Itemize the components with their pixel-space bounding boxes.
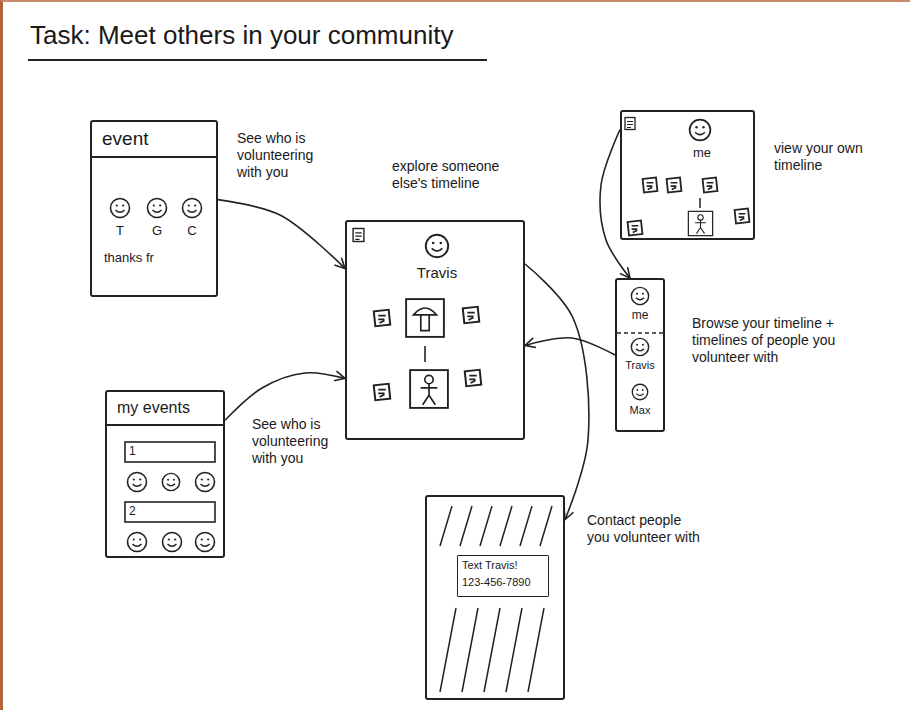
page-title: Task: Meet others in your community (30, 20, 453, 51)
timeline-icon (643, 178, 658, 193)
screen-text: my events (117, 398, 217, 417)
timeline-rule (699, 198, 701, 208)
divider (617, 332, 663, 333)
menu-icon (625, 118, 635, 130)
flow-arrow (225, 373, 345, 420)
my-events-art (107, 425, 223, 552)
title-underline (28, 59, 487, 61)
timeline-icon (667, 178, 682, 193)
screen-text: 123-456-7890 (462, 576, 542, 589)
contact-card: Text Travis! 123-456-7890 (457, 555, 549, 597)
screen-frame: explore someone else's timelineTravis (345, 220, 525, 440)
volunteer-face (162, 473, 179, 490)
screen-text: thanks fr (104, 250, 214, 266)
event-bar (125, 442, 215, 462)
screen-text: event (102, 128, 202, 151)
profile-face (426, 235, 448, 257)
volunteer-face (163, 533, 182, 552)
screen-text: Contact people you volunteer with (587, 512, 702, 546)
screen-text: See who is volunteering with you (252, 416, 340, 466)
volunteer-face (148, 199, 167, 218)
screen-text: me (682, 145, 722, 161)
screen-text: view your own timeline (774, 140, 899, 174)
screen-text: me (617, 308, 663, 322)
screen-text: Text Travis! (462, 559, 542, 572)
screen-text: Travis (617, 359, 663, 372)
flow-arrow (218, 200, 345, 269)
screen-text: C (184, 223, 200, 239)
timeline-icon (374, 384, 390, 400)
timeline-card (688, 211, 712, 235)
timeline-icon (628, 221, 643, 236)
event-screen-art (92, 157, 216, 218)
screen-text: 2 (129, 504, 149, 518)
screen-frame: meTravisMaxBrowse your timeline + timeli… (615, 278, 665, 432)
profile-face (632, 384, 648, 400)
header-rule (107, 424, 223, 426)
header-rule (92, 156, 216, 158)
volunteer-face (183, 199, 202, 218)
hatch-strokes (440, 506, 552, 546)
profile-face (631, 338, 648, 355)
screen-frame: my events12See who is volunteering with … (105, 390, 225, 558)
event-bar (125, 502, 215, 522)
own-timeline-art (625, 118, 749, 236)
screen-text: 1 (129, 444, 149, 458)
contact-hatching (440, 506, 552, 692)
screen-text: Browse your timeline + timelines of peop… (692, 315, 862, 365)
flow-arrow (525, 338, 615, 355)
screen-text: Max (617, 404, 663, 417)
timeline-icon (465, 370, 481, 386)
volunteer-face (128, 473, 147, 492)
screen-text: See who is volunteering with you (237, 130, 339, 180)
screen-text: explore someone else's timeline (392, 158, 527, 192)
hatch-strokes (440, 608, 544, 692)
volunteer-face (196, 473, 215, 492)
flow-arrow (525, 264, 589, 520)
volunteer-face (111, 199, 130, 218)
screen-text: G (149, 223, 165, 239)
timeline-card (406, 299, 444, 337)
timeline-icon (735, 209, 750, 224)
screen-text: Travis (397, 264, 477, 282)
travis-timeline-art (353, 229, 481, 408)
volunteer-face (196, 533, 215, 552)
timeline-rule (424, 346, 426, 362)
sidebar-art (617, 287, 663, 399)
timeline-icon (703, 178, 718, 193)
volunteer-face (128, 533, 147, 552)
screen-frame: Contact people you volunteer withText Tr… (425, 495, 565, 700)
timeline-card (410, 370, 448, 408)
screen-frame: eventSee who is volunteering with youTGC… (90, 120, 218, 297)
timeline-icon (463, 307, 479, 323)
screen-frame: meview your own timeline (620, 110, 755, 240)
menu-icon (353, 229, 364, 242)
profile-face (631, 287, 648, 304)
flow-arrow (600, 130, 630, 279)
profile-face (690, 120, 711, 141)
timeline-icon (374, 310, 390, 326)
screen-text: T (112, 223, 128, 239)
